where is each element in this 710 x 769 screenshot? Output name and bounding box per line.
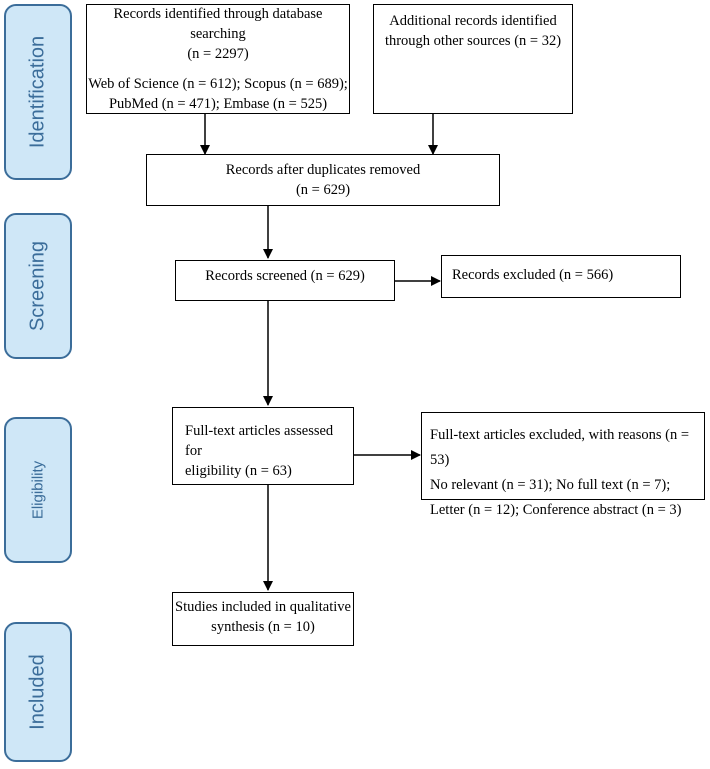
stage-identification: Identification (4, 4, 72, 180)
other-sources-line-2: through other sources (n = 32) (384, 33, 562, 49)
duplicates-line-1: Records after duplicates removed (225, 162, 421, 178)
fulltext-line-1: Full-text articles assessed for (185, 423, 334, 459)
box-fulltext-excluded: Full-text articles excluded, with reason… (421, 412, 705, 518)
database-line-2: (n = 2297) (187, 46, 249, 62)
fulltext-excluded-line-1: Full-text articles excluded, with reason… (430, 427, 690, 468)
database-line-4: PubMed (n = 471); Embase (n = 525) (108, 96, 328, 112)
database-line-3: Web of Science (n = 612); Scopus (n = 68… (88, 76, 348, 92)
box-records-excluded: Records excluded (n = 566) (441, 255, 681, 298)
box-duplicates-removed: Records after duplicates removed (n = 62… (146, 154, 500, 206)
stage-included: Included (4, 622, 72, 762)
screened-line-1: Records screened (n = 629) (205, 268, 365, 284)
other-sources-line-1: Additional records identified (389, 13, 557, 29)
box-other-sources: Additional records identified through ot… (373, 4, 573, 114)
stage-eligibility: Eligibility (4, 417, 72, 563)
database-line-1: Records identified through database sear… (113, 6, 323, 42)
box-records-screened: Records screened (n = 629) (175, 260, 395, 301)
box-studies-included: Studies included in qualitative synthesi… (172, 592, 354, 646)
included-line-1: Studies included in qualitative (175, 599, 351, 615)
box-database-search: Records identified through database sear… (86, 4, 350, 114)
fulltext-line-2: eligibility (n = 63) (185, 463, 292, 479)
duplicates-line-2: (n = 629) (295, 182, 351, 198)
fulltext-excluded-line-2: No relevant (n = 31); No full text (n = … (430, 477, 671, 493)
fulltext-excluded-line-3: Letter (n = 12); Conference abstract (n … (430, 502, 682, 518)
stage-screening: Screening (4, 213, 72, 359)
included-line-2: synthesis (n = 10) (211, 619, 315, 635)
excluded-line-1: Records excluded (n = 566) (452, 267, 614, 283)
box-fulltext-assessed: Full-text articles assessed for eligibil… (172, 407, 354, 485)
